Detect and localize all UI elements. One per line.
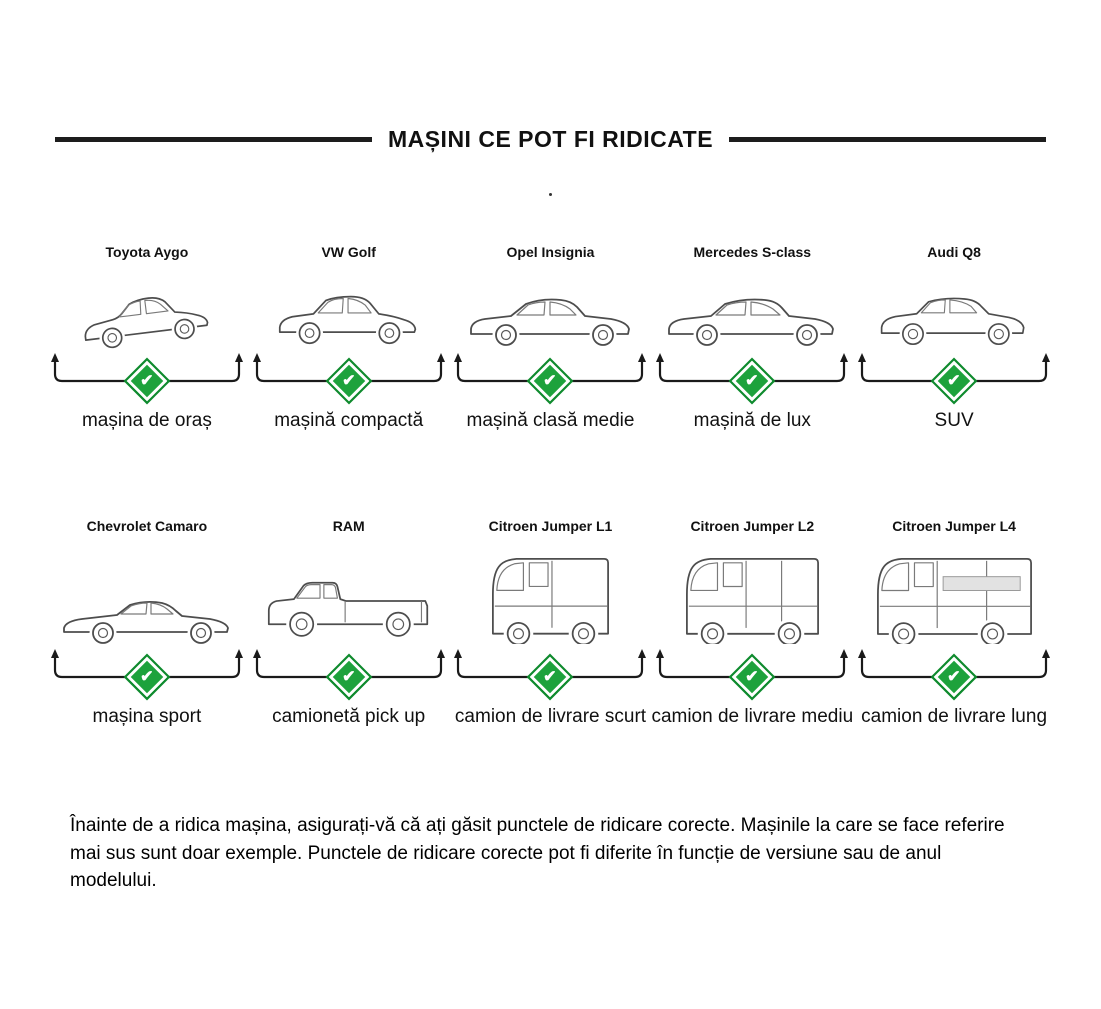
vehicle-name: Opel Insignia <box>506 244 595 260</box>
vehicle-name: Citroen Jumper L4 <box>892 518 1016 534</box>
vehicle-category-label: mașină de lux <box>693 410 811 431</box>
lift-points-bracket: ✔ <box>653 352 851 405</box>
sports-car-icon <box>59 544 235 644</box>
medium-van-icon <box>679 544 825 644</box>
vehicle-cell-ram: RAM ✔ camion <box>248 518 450 728</box>
vehicle-cell-opel-insignia: Opel Insignia ✔ mașină clasă medie <box>450 244 652 432</box>
long-van-icon <box>870 544 1038 644</box>
vehicle-cell-audi-q8: Audi Q8 ✔ SUV <box>853 244 1055 432</box>
city-car-icon <box>77 270 217 351</box>
vehicle-name: RAM <box>332 518 365 534</box>
vehicle-name: Citroen Jumper L2 <box>690 518 815 534</box>
lift-points-bracket: ✔ <box>48 352 246 405</box>
lift-points-bracket: ✔ <box>855 648 1053 701</box>
vehicle-cell-citroen-jumper-l4: Citroen Jumper L4 <box>853 518 1055 728</box>
vehicle-category-label: mașina sport <box>92 706 202 727</box>
vehicle-cell-toyota-aygo: Toyota Aygo ✔ mașina de oraș <box>46 244 248 432</box>
lift-points-bracket: ✔ <box>48 648 246 701</box>
lift-points-bracket: ✔ <box>451 648 649 701</box>
vehicle-cell-vw-golf: VW Golf ✔ mașină compactă <box>248 244 450 432</box>
lift-points-bracket: ✔ <box>250 352 448 405</box>
luxury-sedan-icon <box>664 270 840 348</box>
lift-points-bracket: ✔ <box>855 352 1053 405</box>
suv-icon <box>877 270 1032 348</box>
page-title: MAȘINI CE POT FI RIDICATE <box>387 126 714 152</box>
short-van-icon <box>485 544 615 644</box>
compact-car-icon <box>274 270 424 348</box>
vehicle-category-label: camionetă pick up <box>272 706 426 727</box>
vehicle-category-label: SUV <box>934 410 974 431</box>
footer-note: Înainte de a ridica mașina, asigurați-vă… <box>70 815 1005 892</box>
vehicle-grid-row-2: Chevrolet Camaro ✔ mașina sport <box>0 518 1101 728</box>
vehicle-category-label: camion de livrare lung <box>861 706 1048 727</box>
vehicle-category-label: mașina de oraș <box>81 410 212 431</box>
vehicle-name: VW Golf <box>321 244 376 260</box>
lift-points-bracket: ✔ <box>250 648 448 701</box>
pickup-truck-icon <box>263 544 435 644</box>
vehicle-grid-row-1: Toyota Aygo ✔ mașina de oraș <box>0 244 1101 432</box>
vehicle-cell-chevrolet-camaro: Chevrolet Camaro ✔ mașina sport <box>46 518 248 728</box>
lift-points-bracket: ✔ <box>451 352 649 405</box>
lift-points-bracket: ✔ <box>653 648 851 701</box>
vehicle-cell-citroen-jumper-l1: Citroen Jumper L1 ✔ <box>450 518 652 728</box>
title-rule-left <box>55 137 372 142</box>
vehicle-name: Audi Q8 <box>927 244 981 260</box>
vehicle-category-label: camion de livrare mediu <box>651 706 854 727</box>
vehicle-category-label: camion de livrare scurt <box>454 706 647 727</box>
title-block: MAȘINI CE POT FI RIDICATE <box>0 126 1101 153</box>
vehicle-name: Citroen Jumper L1 <box>488 518 613 534</box>
vehicle-category-label: mașină compactă <box>274 410 424 431</box>
decorative-dot <box>549 193 552 196</box>
vehicle-name: Chevrolet Camaro <box>86 518 208 534</box>
vehicle-name: Toyota Aygo <box>105 244 189 260</box>
title-rule-right <box>729 137 1047 142</box>
vehicle-name: Mercedes S-class <box>693 244 812 260</box>
vehicle-category-label: mașină clasă medie <box>466 410 635 431</box>
vehicle-cell-citroen-jumper-l2: Citroen Jumper L2 <box>651 518 853 728</box>
vehicle-cell-mercedes-s-class: Mercedes S-class ✔ mașină de lux <box>651 244 853 432</box>
midsize-sedan-icon <box>466 270 634 348</box>
